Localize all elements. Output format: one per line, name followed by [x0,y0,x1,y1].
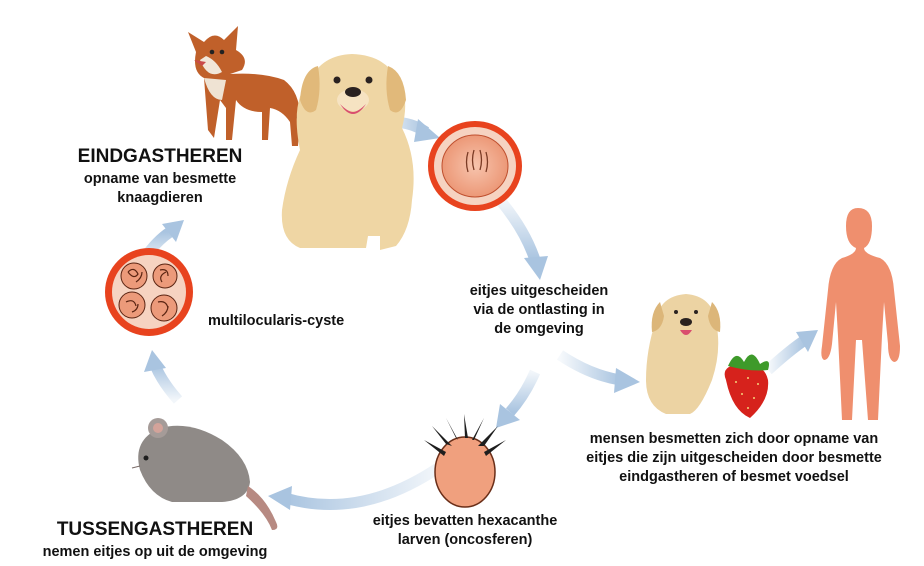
arrow-to-small-dog [560,355,640,393]
human-infection-text-1: mensen besmetten zich door opname van [546,430,922,449]
oncosphere-larva-icon [424,414,506,507]
definitive-hosts-text-2: knaagdieren [55,189,265,208]
oncosphere-text-1: eitjes bevatten hexacanthe [340,512,590,531]
strawberry-icon [725,354,769,418]
human-infection-text-3: eindgastheren of besmet voedsel [546,468,922,487]
mouse-icon [132,418,277,530]
fox-icon [188,26,314,146]
intermediate-hosts-title: TUSSENGASTHEREN [20,519,290,541]
eggs-excreted-text-1: eitjes uitgescheiden [444,282,634,301]
arrow-to-oncosphere [496,372,535,428]
small-dog-icon [646,294,720,414]
human-silhouette-icon [821,208,900,420]
cyst-icon [105,248,193,336]
definitive-hosts-title: EINDGASTHEREN [55,146,265,168]
arrow-mouse-to-cyst [144,350,178,400]
eggs-excreted-text-3: de omgeving [444,320,634,339]
oncosphere-text-2: larven (oncosferen) [340,531,590,550]
intermediate-hosts-text-1: nemen eitjes op uit de omgeving [20,543,290,562]
arrow-egg-down [500,200,548,280]
definitive-hosts-text-1: opname van besmette [55,170,265,189]
arrow-to-mouse [268,468,438,510]
eggs-excreted-text-2: via de ontlasting in [444,301,634,320]
human-infection-text-2: eitjes die zijn uitgescheiden door besme… [546,449,922,468]
arrow-to-human [768,330,818,370]
cyst-label: multilocularis-cyste [208,312,398,331]
egg-icon [431,124,519,208]
golden-retriever-icon [282,54,414,250]
